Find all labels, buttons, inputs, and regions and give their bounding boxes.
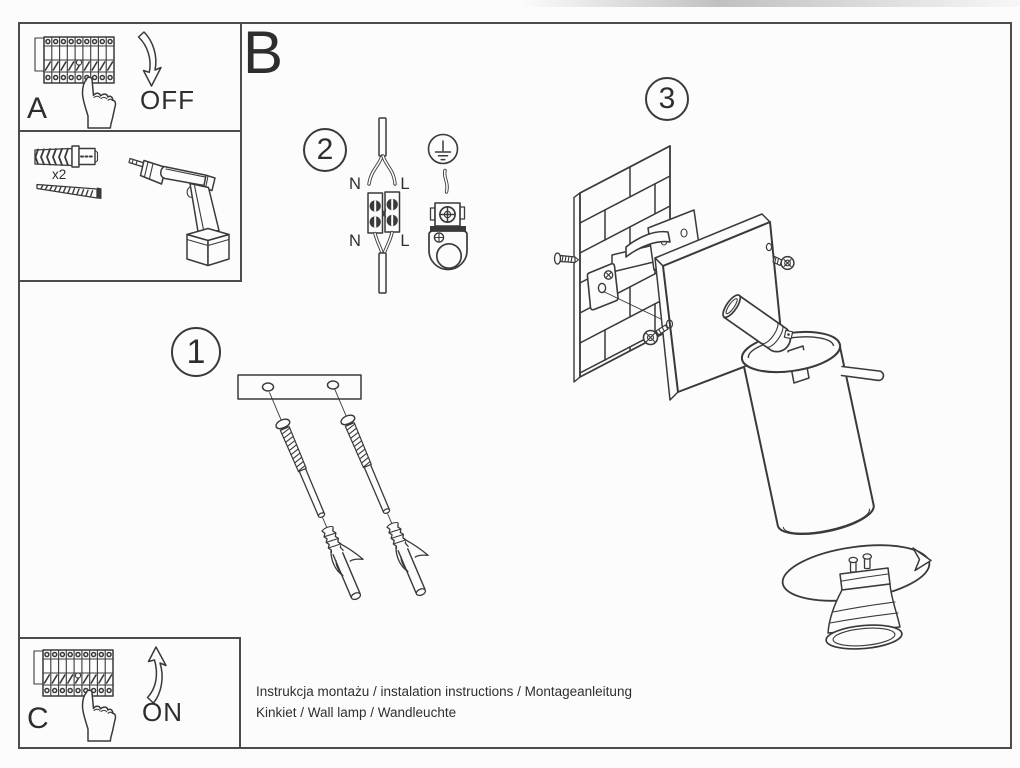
step1-number-text: 1 [186, 332, 206, 371]
box-a-illustration [34, 31, 162, 129]
shade-handle-icon [840, 365, 885, 382]
wall-plug-icon [34, 145, 99, 168]
wall-screw-left-icon [553, 252, 580, 265]
drill-icon [128, 157, 230, 267]
pressing-hand-icon [81, 689, 117, 742]
step2-illustration: N L N L [349, 117, 468, 294]
step2-number-text: 2 [316, 133, 334, 166]
bracket-hole-right [326, 380, 340, 390]
bracket-hole-left [261, 382, 275, 392]
circuit-breaker-icon [34, 36, 115, 84]
tools-illustration [34, 145, 230, 267]
power-on-label: ON [142, 697, 183, 727]
page-border [18, 22, 1012, 749]
box-c-border [18, 637, 241, 749]
canopy-screw-front-icon [642, 319, 674, 346]
wall-plug-quantity: x2 [52, 167, 67, 182]
cable-connector-icon [367, 117, 401, 294]
circuit-breaker-icon [33, 649, 114, 697]
ground-clamp-icon [428, 168, 468, 271]
box-tools-border [18, 130, 242, 282]
arrow-down-icon [137, 31, 162, 87]
arrow-up-icon [146, 646, 167, 704]
step1-illustration [237, 374, 443, 603]
footer-line2: Kinkiet / Wall lamp / Wandleuchte [256, 705, 457, 720]
power-off-label: OFF [140, 85, 195, 115]
terminal-label-n-top: N [349, 175, 361, 193]
step3-number-text: 3 [658, 82, 676, 115]
step3-number: 3 [645, 77, 689, 121]
screw-and-plug-right [326, 379, 443, 599]
screw-icon [36, 183, 102, 199]
section-b-label: B [243, 19, 284, 86]
footer-line1: Instrukcja montażu / instalation instruc… [256, 684, 632, 699]
mounting-bracket-plate [237, 374, 362, 400]
step3-illustration [553, 145, 932, 650]
pressing-hand-icon [81, 76, 117, 129]
terminal-label-n-bottom: N [349, 232, 361, 250]
screw-and-plug-left [261, 383, 378, 603]
box-c-label: C [27, 702, 49, 735]
rotate-arrowhead-icon [912, 547, 932, 572]
terminal-label-l-top: L [400, 175, 409, 193]
box-c-illustration [33, 646, 167, 742]
shade-rim-front [740, 344, 842, 374]
earth-ground-icon [427, 133, 459, 165]
step2-number: 2 [303, 128, 347, 172]
step1-number: 1 [171, 327, 221, 377]
scan-artifact [520, 0, 1020, 7]
canopy-screw-right-icon [765, 242, 795, 271]
terminal-label-l-bottom: L [400, 232, 409, 250]
box-a-label: A [27, 92, 48, 125]
gu10-bulb-icon [825, 553, 903, 650]
